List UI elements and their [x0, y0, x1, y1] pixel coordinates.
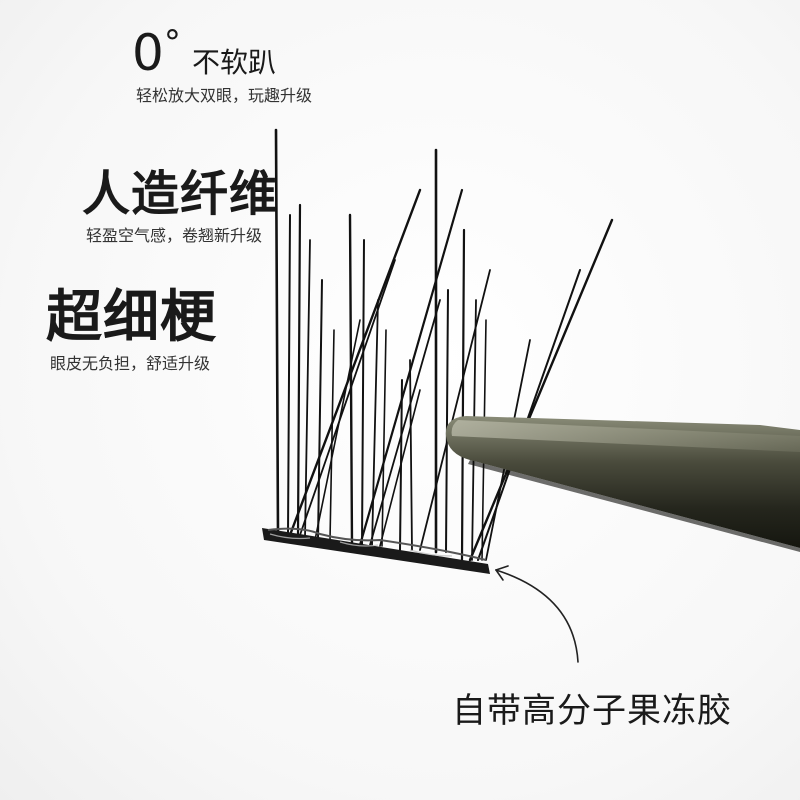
- degree-number: 0: [132, 24, 164, 82]
- feature-2-subtitle: 轻盈空气感，卷翘新升级: [86, 226, 263, 245]
- tweezer: [445, 416, 800, 552]
- lash-strand: [299, 259, 396, 536]
- lash-strand: [381, 329, 387, 547]
- lash-strand: [409, 359, 413, 551]
- feature-3-title: 超细梗: [46, 285, 217, 350]
- lash-strand: [274, 128, 280, 537]
- lash-strand: [419, 269, 491, 551]
- lash-strand: [329, 329, 335, 541]
- lash-strand: [399, 379, 403, 551]
- lash-strand: [477, 269, 581, 561]
- lash-strand: [317, 279, 323, 541]
- lash-strand: [296, 203, 302, 537]
- lash-strand: [361, 239, 365, 546]
- curved-arrow-icon: [495, 565, 579, 663]
- degree-symbol: °: [163, 23, 181, 63]
- feature-3-subtitle: 眼皮无负担，舒适升级: [50, 354, 211, 373]
- lash-strand: [288, 188, 422, 537]
- lash-strand: [287, 214, 291, 536]
- lash-strand: [348, 213, 354, 547]
- lash-strands: [274, 128, 614, 562]
- lash-strand: [445, 289, 449, 553]
- degree-heading: 0 °: [132, 23, 181, 82]
- glue-callout: 自带高分子果冻胶: [452, 691, 732, 731]
- lash-base: [262, 527, 490, 574]
- lash-strand: [371, 299, 379, 547]
- feature-1-label: 不软趴: [192, 46, 277, 79]
- feature-1-subtitle: 轻松放大双眼，玩趣升级: [136, 86, 313, 105]
- lash-strand: [468, 218, 614, 562]
- lash-strand: [369, 299, 441, 546]
- lash-strand: [460, 228, 466, 562]
- lash-strand: [304, 239, 311, 539]
- lash-strand: [358, 188, 464, 547]
- lash-strand: [314, 319, 361, 541]
- feature-2-title: 人造纤维: [82, 166, 279, 222]
